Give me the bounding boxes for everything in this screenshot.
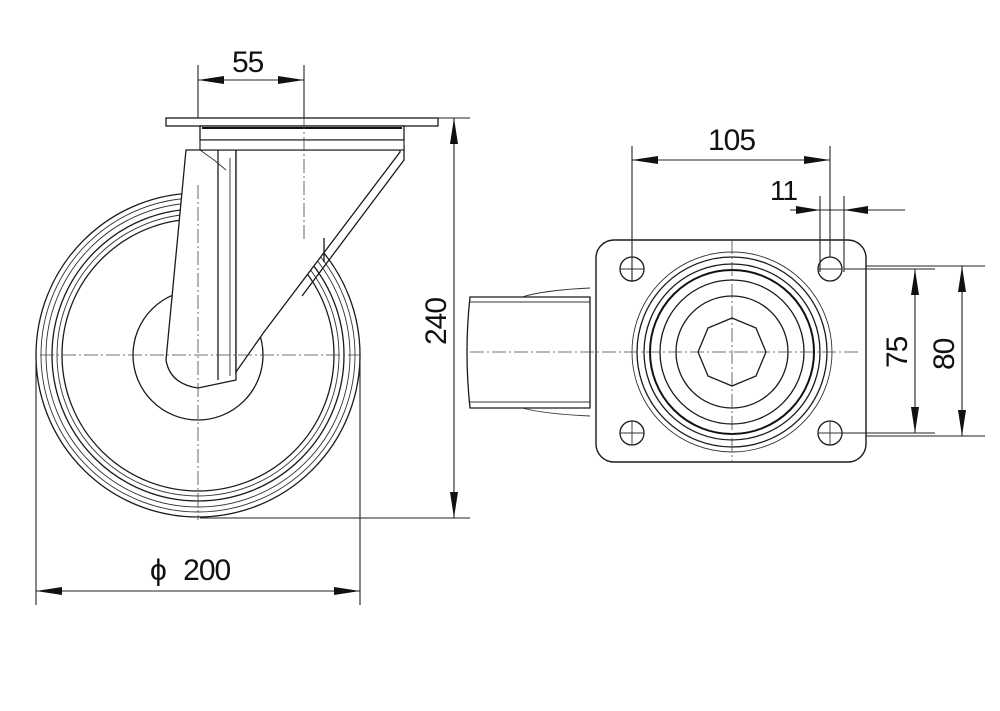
- dim-bolt-spacing-x: 105: [708, 124, 755, 157]
- svg-text:ϕ 200: ϕ 200: [150, 554, 231, 587]
- dimension-55: 55: [197, 46, 305, 118]
- dim-bolt-spacing-y: 75: [881, 336, 914, 368]
- dim-overall-height: 240: [420, 298, 453, 345]
- dim-swivel-offset: 55: [232, 46, 264, 79]
- dim-wheel-diameter: 200: [183, 554, 230, 587]
- dimension-105: 105: [631, 124, 831, 282]
- dimension-240: 240: [200, 117, 470, 519]
- fork-profile: [466, 287, 591, 417]
- dimension-75: 75: [842, 268, 935, 434]
- dim-bolt-hole-diameter: 11: [770, 175, 797, 206]
- dim-plate-width: 80: [928, 338, 961, 370]
- dimension-11: 11: [770, 175, 905, 272]
- diameter-symbol: ϕ: [150, 554, 166, 587]
- top-plate: [165, 117, 439, 151]
- dimension-diameter-200: ϕ 200: [35, 355, 361, 605]
- fork-bracket: [165, 144, 405, 389]
- side-view: 55 240 ϕ 200: [35, 46, 470, 605]
- top-view: 105 11 75 80: [466, 124, 985, 463]
- dimension-80: 80: [866, 265, 985, 437]
